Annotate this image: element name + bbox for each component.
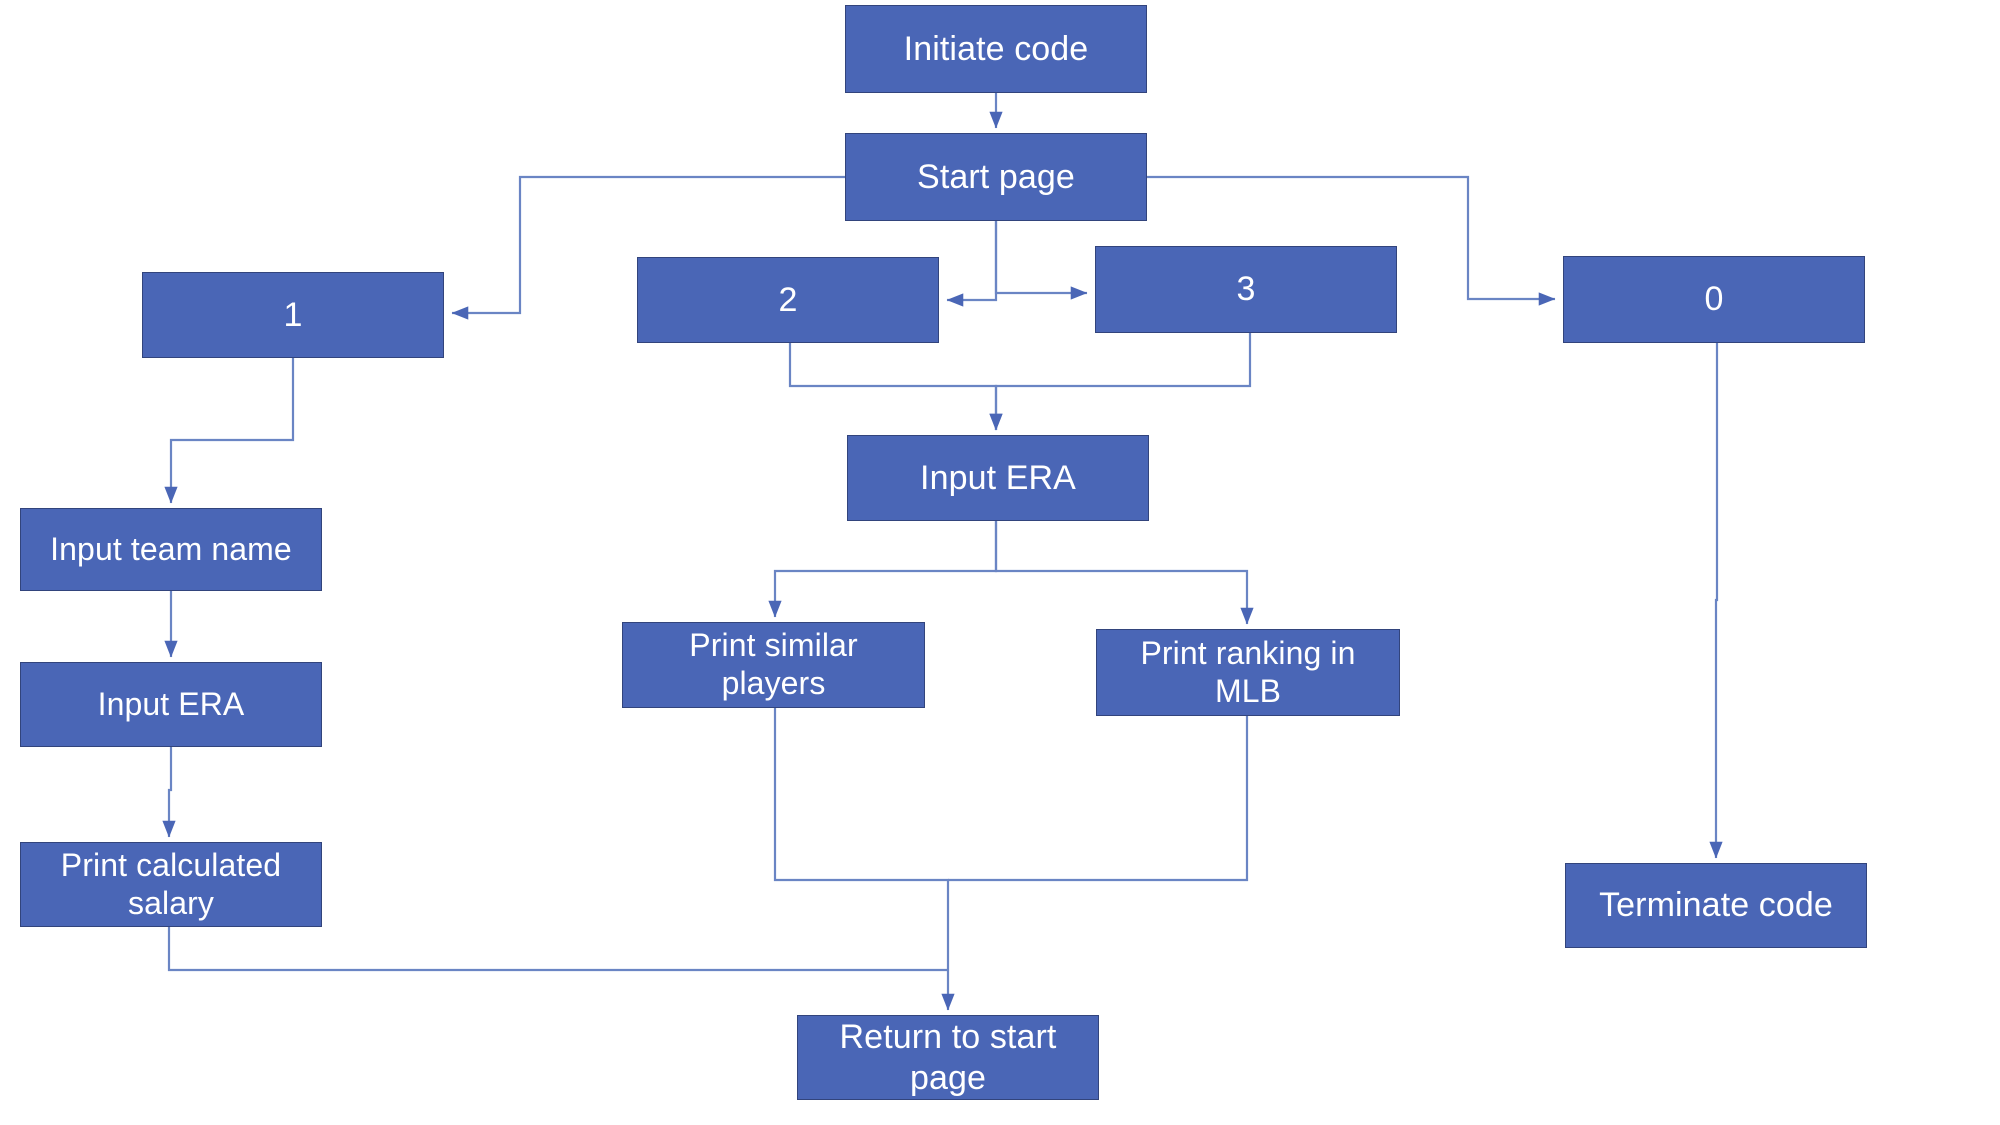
node-label: Start page xyxy=(917,157,1075,196)
node-label: Initiate code xyxy=(903,29,1089,68)
edge-start-to-3 xyxy=(994,221,1088,300)
node-label: Input ERA xyxy=(920,458,1076,497)
node-label: 1 xyxy=(283,295,303,334)
edge-0-to-terminate xyxy=(1709,343,1723,859)
node-option-1[interactable]: 1 xyxy=(142,272,444,358)
node-label: 2 xyxy=(778,280,798,319)
edge-1-to-input-team xyxy=(164,358,295,504)
node-option-3[interactable]: 3 xyxy=(1095,246,1397,333)
node-print-similar-players[interactable]: Print similar players xyxy=(622,622,925,708)
edge-print-ranking-to-return xyxy=(948,716,1249,882)
node-label: Input team name xyxy=(50,530,292,567)
node-label: Print calculated salary xyxy=(60,846,282,921)
edge-start-to-2 xyxy=(946,221,998,307)
edge-input-era-to-print-salary xyxy=(162,747,176,838)
edge-2-to-input-era-mid xyxy=(788,343,1003,431)
node-label: Input ERA xyxy=(97,685,245,722)
node-print-ranking-in-mlb[interactable]: Print ranking in MLB xyxy=(1096,629,1400,716)
node-label: Terminate code xyxy=(1599,886,1833,925)
node-input-era-mid[interactable]: Input ERA xyxy=(847,435,1149,521)
node-return-to-start-page[interactable]: Return to start page xyxy=(797,1015,1099,1100)
edge-print-salary-to-return xyxy=(167,927,948,972)
node-label: Print ranking in MLB xyxy=(1140,634,1356,709)
node-initiate-code[interactable]: Initiate code xyxy=(845,5,1147,93)
edge-print-similar-to-return xyxy=(773,708,955,1011)
node-input-era-left[interactable]: Input ERA xyxy=(20,662,322,747)
node-label: Print similar players xyxy=(689,627,858,701)
edge-input-era-mid-to-print-similar xyxy=(768,521,998,618)
node-label: Return to start page xyxy=(839,1018,1057,1097)
node-option-2[interactable]: 2 xyxy=(637,257,939,343)
node-print-calculated-salary[interactable]: Print calculated salary xyxy=(20,842,322,927)
node-label: 3 xyxy=(1236,270,1256,309)
node-label: 0 xyxy=(1704,280,1724,319)
edge-input-era-mid-to-print-ranking xyxy=(994,521,1254,625)
node-terminate-code[interactable]: Terminate code xyxy=(1565,863,1867,948)
node-start-page[interactable]: Start page xyxy=(845,133,1147,221)
node-option-0[interactable]: 0 xyxy=(1563,256,1865,343)
edge-3-to-input-era-mid xyxy=(989,333,1252,431)
node-input-team-name[interactable]: Input team name xyxy=(20,508,322,591)
